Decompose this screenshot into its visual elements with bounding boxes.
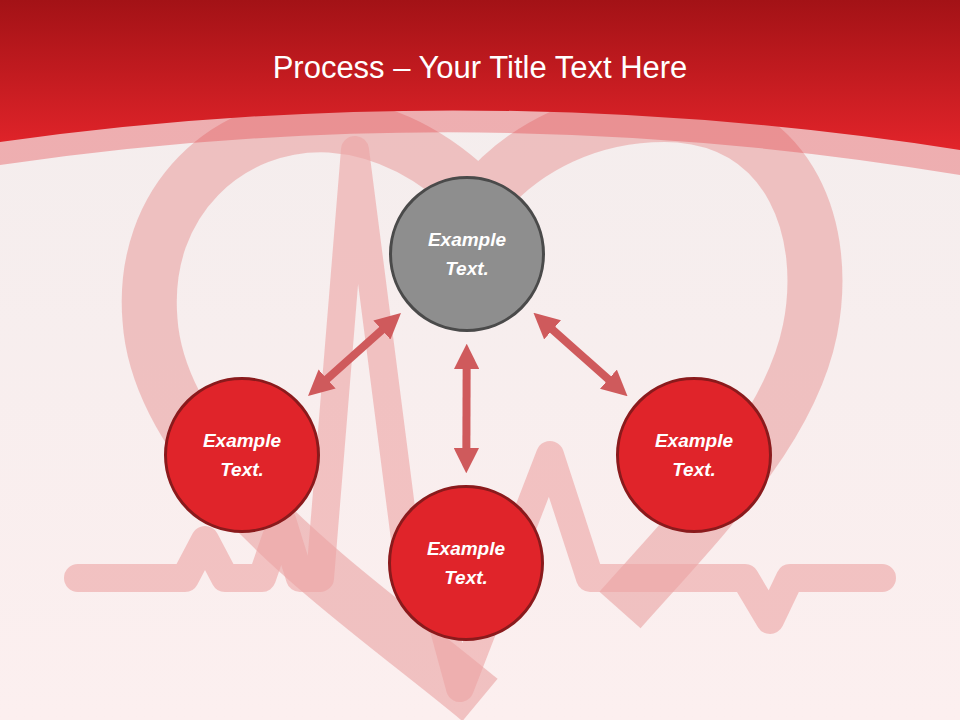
node-text: Example Text. (194, 426, 290, 484)
circle-shape (390, 487, 543, 640)
circle-shape (166, 379, 319, 532)
ecg-watermark (78, 150, 882, 688)
double-arrow (543, 321, 618, 387)
circle-outline (389, 176, 545, 332)
header-band-light (0, 0, 960, 175)
circle-outline (164, 377, 320, 533)
circle-outline (388, 485, 544, 641)
grey-circle: Example Text. (389, 176, 545, 332)
double-arrow (462, 356, 470, 460)
node-text: Example Text. (646, 426, 742, 484)
header-band (0, 0, 960, 150)
node-text: Example Text. (418, 534, 514, 592)
circle-outline (616, 377, 772, 533)
red-circle: Example Text. (388, 485, 544, 641)
heart-watermark (149, 115, 815, 700)
node-text: Example Text. (419, 225, 515, 283)
red-circle: Example Text. (616, 377, 772, 533)
double-arrow (318, 321, 392, 387)
circle-shape (618, 379, 771, 532)
red-circle: Example Text. (164, 377, 320, 533)
slide-title: Process – Your Title Text Here (0, 50, 960, 86)
circle-shape (391, 178, 544, 331)
